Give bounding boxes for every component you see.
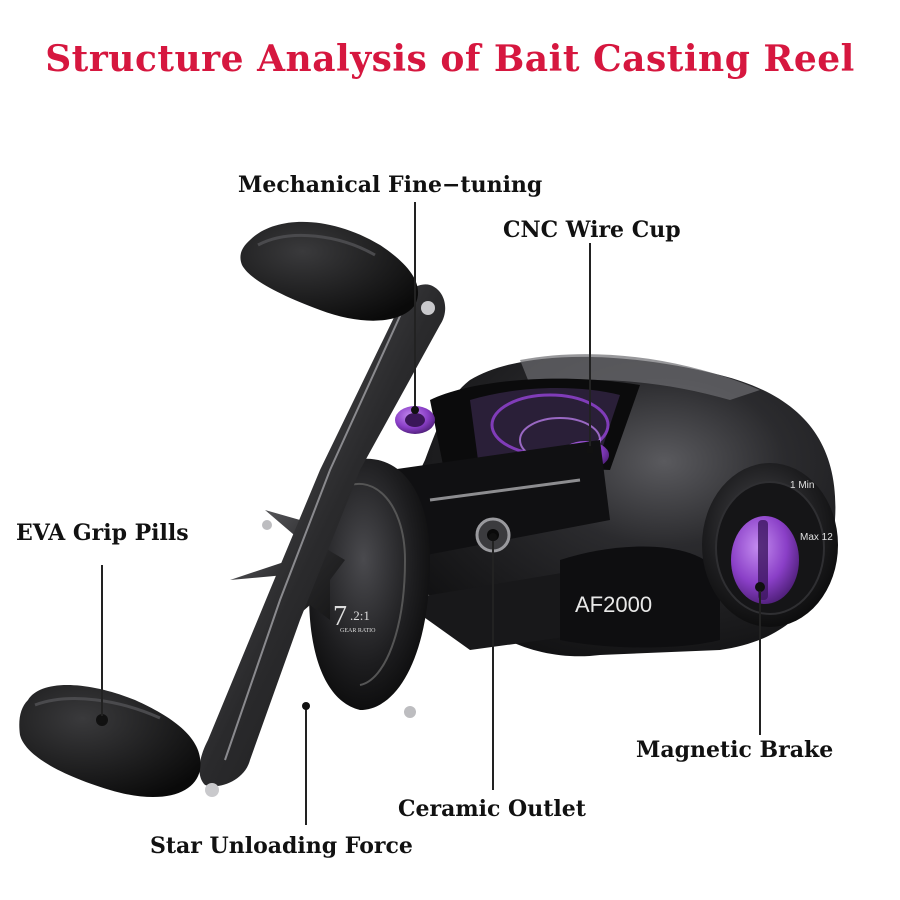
screw-icon [404,706,416,718]
model-label: AF2000 [575,592,652,617]
label-magnetic-brake: Magnetic Brake [636,737,834,763]
screw-icon [262,520,272,530]
gear-ratio-fraction: .2:1 [350,608,370,623]
label-cnc-wire-cup: CNC Wire Cup [503,217,681,243]
magnetic-brake-dial[interactable]: 1 Min Max 12 [702,463,838,627]
bottom-grip-knob[interactable] [19,685,201,798]
handle-arm [199,284,446,797]
label-ceramic-outlet: Ceramic Outlet [398,796,586,822]
page-title: Structure Analysis of Bait Casting Reel [45,38,855,80]
top-grip-knob[interactable] [240,221,419,321]
label-mechanical-fine-tuning: Mechanical Fine−tuning [238,172,543,198]
label-star-unloading-force: Star Unloading Force [150,833,413,859]
gear-ratio-caption: GEAR RATIO [340,628,376,634]
callout-lines [98,202,764,825]
dial-min-text: 1 Min [790,480,814,491]
gear-ratio-number: 7 [333,601,347,632]
fine-tuning-knob[interactable] [395,406,435,434]
label-eva-grip-pills: EVA Grip Pills [16,520,189,546]
dial-max-text: Max 12 [800,532,833,543]
